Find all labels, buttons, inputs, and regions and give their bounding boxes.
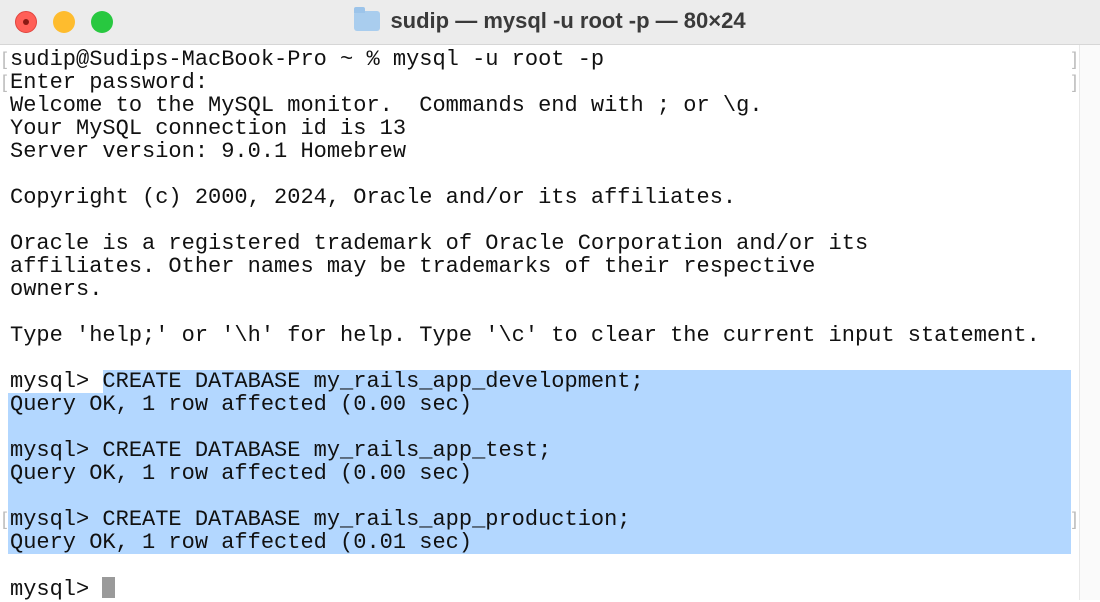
terminal-line: Your MySQL connection id is 13 [10, 116, 407, 141]
terminal-line: Oracle is a registered trademark of Orac… [10, 231, 869, 256]
minimize-button[interactable] [53, 11, 75, 33]
terminal-line: Server version: 9.0.1 Homebrew [10, 139, 407, 164]
mark-bracket: ] [1072, 49, 1078, 69]
terminal-output[interactable]: [ [ [ ] ] ] sudip@Sudips-MacBook-Pro ~ %… [0, 45, 1080, 601]
terminal-line: mysql> [10, 577, 116, 601]
terminal-line: Copyright (c) 2000, 2024, Oracle and/or … [10, 185, 737, 210]
title-bar: sudip — mysql -u root -p — 80×24 [0, 0, 1100, 45]
mark-bracket: ] [1072, 509, 1078, 529]
window-title: sudip — mysql -u root -p — 80×24 [390, 8, 746, 33]
window-title-wrap: sudip — mysql -u root -p — 80×24 [0, 7, 1100, 34]
folder-icon [354, 7, 381, 31]
terminal-line: Welcome to the MySQL monitor. Commands e… [10, 93, 763, 118]
close-button[interactable] [15, 11, 37, 33]
mark-bracket: [ [2, 72, 8, 92]
terminal-line: mysql> CREATE DATABASE my_rails_app_deve… [10, 369, 644, 394]
scrollbar[interactable] [1079, 45, 1100, 600]
terminal-line: Query OK, 1 row affected (0.00 sec) [10, 392, 473, 417]
mark-bracket: [ [2, 509, 8, 529]
mark-bracket: [ [2, 49, 8, 69]
terminal-line: mysql> CREATE DATABASE my_rails_app_test… [10, 438, 552, 463]
selection-highlight [103, 370, 1071, 393]
terminal-line: mysql> CREATE DATABASE my_rails_app_prod… [10, 507, 631, 532]
terminal-line: sudip@Sudips-MacBook-Pro ~ % mysql -u ro… [10, 47, 605, 72]
terminal-line: owners. [10, 277, 103, 302]
zoom-button[interactable] [91, 11, 113, 33]
terminal-line: Enter password: [10, 70, 209, 95]
terminal-line: Type 'help;' or '\h' for help. Type '\c'… [10, 323, 1040, 348]
terminal-line: Query OK, 1 row affected (0.01 sec) [10, 530, 473, 555]
terminal-line: affiliates. Other names may be trademark… [10, 254, 816, 279]
terminal-line: Query OK, 1 row affected (0.00 sec) [10, 461, 473, 486]
mark-bracket: ] [1072, 72, 1078, 92]
text-cursor [102, 577, 116, 598]
selection-highlight [8, 393, 1071, 554]
